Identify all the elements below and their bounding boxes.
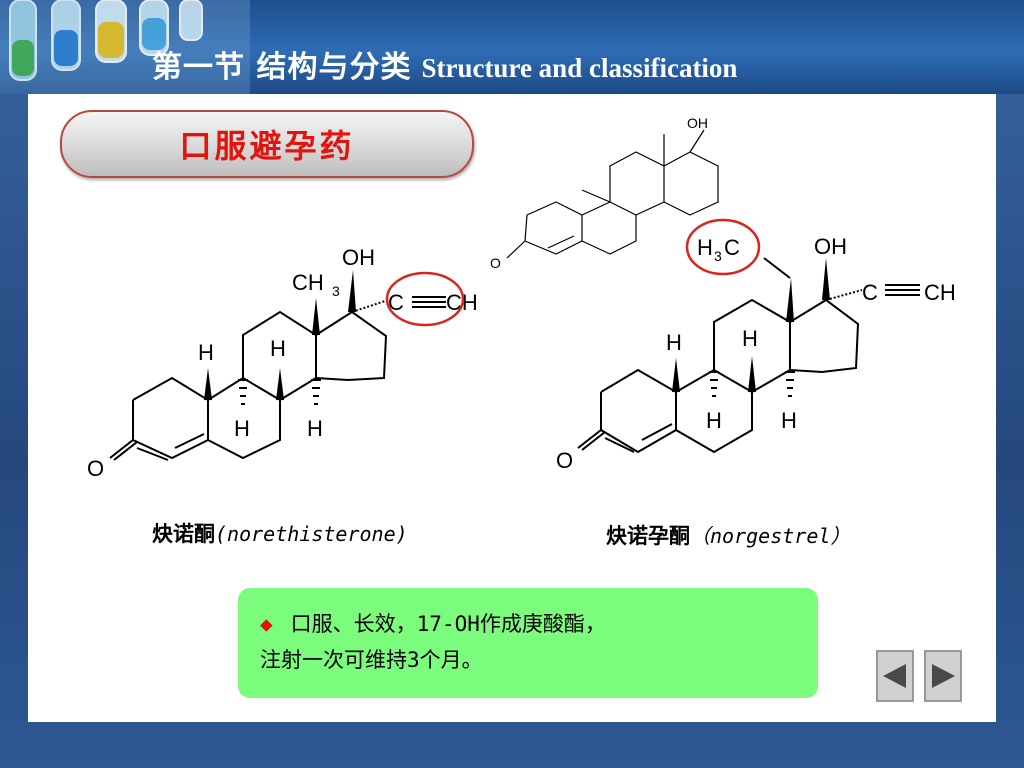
wedge-methyl-left: [312, 298, 320, 335]
hash-bonds-right: [709, 371, 795, 397]
section-label-pill: 口服避孕药: [60, 110, 474, 178]
atom-c-right: C: [862, 280, 878, 305]
highlight-ethynyl: [385, 271, 465, 327]
testosterone-structure: [506, 129, 719, 259]
slide-header: 第一节 结构与分类 Structure and classification: [0, 0, 1024, 94]
atom-ch-right: CH: [924, 280, 956, 305]
norethisterone-structure: [109, 296, 446, 461]
compound-name-en: （norgestrel）: [690, 524, 851, 548]
atom-h-left-1: H: [198, 340, 214, 365]
diamond-icon: ◆: [260, 612, 273, 636]
atom-h-right-4: H: [781, 408, 797, 433]
atom-h-left-4: H: [307, 416, 323, 441]
wedge-oh-left: [348, 270, 356, 312]
lab-glassware-illustration: [0, 0, 250, 94]
note-box: ◆ 口服、长效，17-OH作成庚酸酯， 注射一次可维持3个月。: [238, 588, 818, 698]
prev-slide-button[interactable]: [876, 650, 914, 702]
atom-h3c-sub-right: 3: [714, 248, 722, 264]
note-line-2: 注射一次可维持3个月。: [260, 648, 483, 672]
slide-title: 第一节 结构与分类 Structure and classification: [152, 42, 737, 86]
wedge-oh-right: [822, 258, 830, 300]
compound-name-cn: 炔诺酮: [152, 521, 215, 546]
highlight-ethyl: [685, 218, 761, 276]
atom-h-left-2: H: [270, 336, 286, 361]
atom-h3c-h-right: H: [697, 235, 713, 260]
section-label: 口服避孕药: [179, 127, 355, 165]
title-english: Structure and classification: [421, 53, 738, 83]
note-text-1: 口服、长效，17-OH作成庚酸酯，: [290, 612, 606, 636]
wedge-h-right-2: [748, 356, 756, 392]
triangle-left-icon: [883, 664, 906, 688]
atom-h-right-2: H: [742, 326, 758, 351]
compound-name-left: 炔诺酮(norethisterone): [152, 518, 408, 548]
atom-oh-left: OH: [342, 245, 375, 270]
compound-name-en: (norethisterone): [215, 522, 408, 546]
atom-o-right: O: [556, 448, 573, 473]
atom-oh-small: OH: [687, 115, 708, 131]
next-slide-button[interactable]: [924, 650, 962, 702]
title-chinese: 第一节 结构与分类: [152, 50, 412, 85]
hash-bonds-left: [238, 379, 321, 405]
wedge-ethyl-right: [786, 278, 794, 322]
wedge-h-left-1: [204, 368, 212, 400]
atom-ch3-sub-left: 3: [332, 283, 340, 299]
triangle-right-icon: [932, 664, 955, 688]
wedge-h-right-1: [672, 358, 680, 392]
atom-o-small: O: [490, 255, 501, 271]
atom-h3c-c-right: C: [724, 235, 740, 260]
wedge-h-left-2: [276, 368, 284, 400]
atom-h-left-3: H: [234, 416, 250, 441]
atom-oh-right: OH: [814, 234, 847, 259]
atom-h-right-3: H: [706, 408, 722, 433]
atom-o-left: O: [87, 456, 104, 481]
atom-h-right-1: H: [666, 330, 682, 355]
atom-c-left: C: [388, 290, 404, 315]
compound-name-cn: 炔诺孕酮: [606, 523, 690, 548]
compound-name-right: 炔诺孕酮（norgestrel）: [606, 520, 850, 550]
atom-ch3-left: CH: [292, 270, 324, 295]
norgestrel-structure: [577, 257, 920, 454]
note-line-1: ◆ 口服、长效，17-OH作成庚酸酯，: [260, 606, 800, 642]
